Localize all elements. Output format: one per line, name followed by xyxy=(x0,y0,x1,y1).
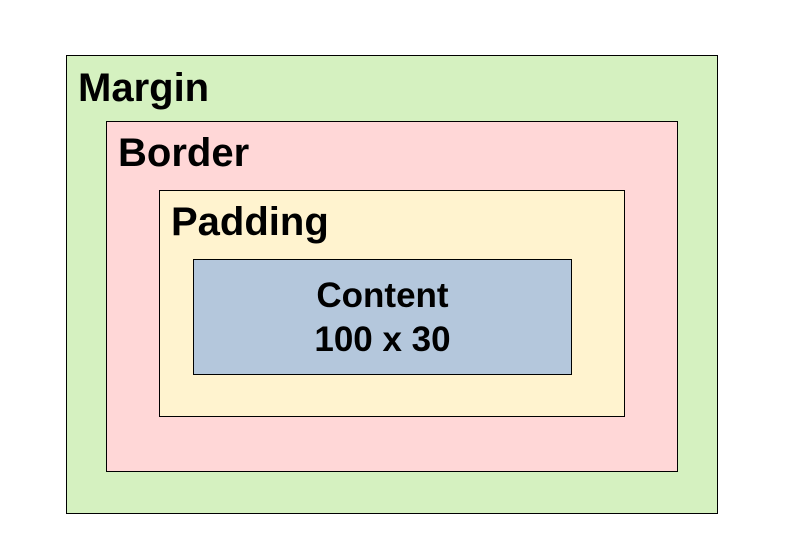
margin-label: Margin xyxy=(78,66,210,110)
padding-label: Padding xyxy=(171,200,329,244)
content-size-label: 100 x 30 xyxy=(314,320,451,359)
content-label: Content xyxy=(316,276,449,315)
content-box: Content 100 x 30 xyxy=(193,259,572,375)
border-label: Border xyxy=(118,131,250,175)
